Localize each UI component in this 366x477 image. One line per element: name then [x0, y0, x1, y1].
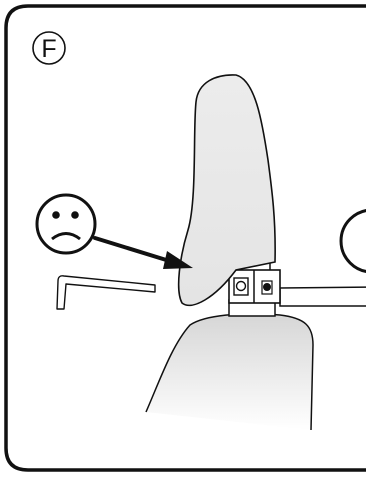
clamp-bracket	[228, 262, 281, 317]
seat-back	[145, 313, 314, 431]
step-letter: F	[41, 35, 56, 63]
step-badge: F	[32, 31, 66, 65]
panel-frame	[4, 4, 366, 472]
headrest	[177, 74, 276, 307]
allen-key-icon	[56, 275, 156, 310]
sad-face-icon	[35, 193, 97, 255]
arrow-icon	[93, 236, 193, 269]
partial-circle-icon	[339, 209, 366, 273]
support-rod	[279, 286, 366, 307]
